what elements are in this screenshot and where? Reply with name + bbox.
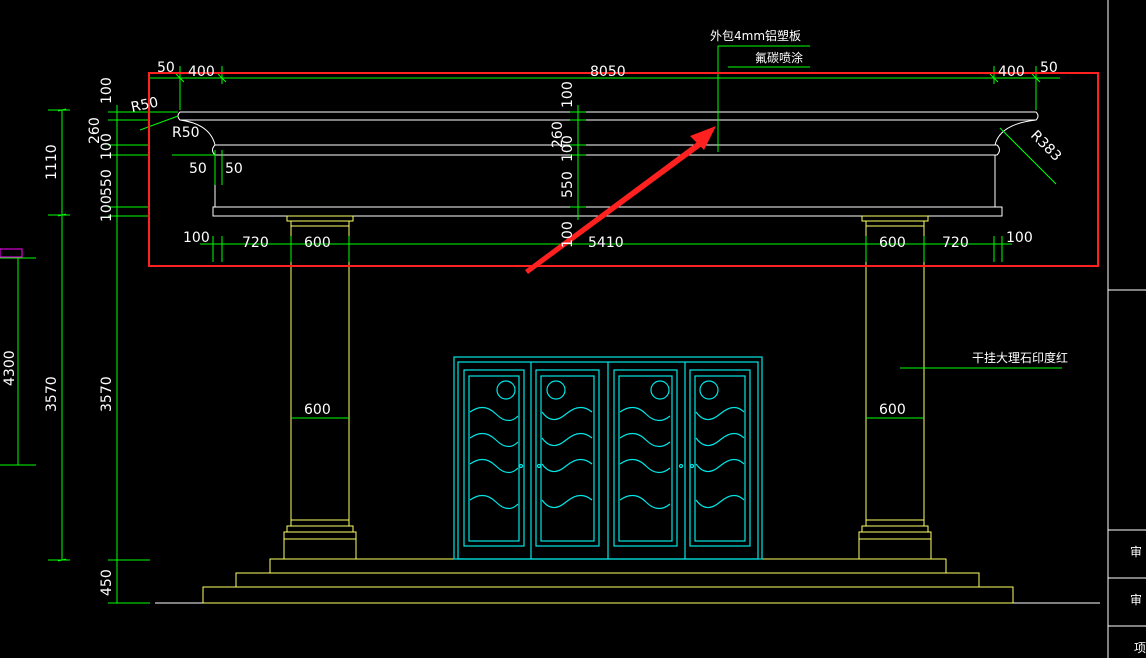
dim-left-3570-outer: 3570 xyxy=(44,376,60,412)
ground-and-steps xyxy=(155,558,1100,604)
dimension-lines xyxy=(48,45,1062,604)
dim-mid-100-low: 100 xyxy=(560,221,576,248)
title-block-text-2: 审 xyxy=(1130,592,1142,607)
door-leaf-2 xyxy=(535,369,600,547)
note-cladding-line1: 外包4mm铝塑板 xyxy=(710,28,801,43)
title-block xyxy=(1107,0,1146,658)
dim-left-3570-inner: 3570 xyxy=(99,376,115,412)
dim-left-100-top: 100 xyxy=(99,77,115,104)
title-block-text-1: 审 xyxy=(1130,544,1142,559)
title-block-text-3: 项 xyxy=(1134,641,1146,655)
dim-mid-100-mid: 100 xyxy=(560,135,576,162)
dim-mid-100-top: 100 xyxy=(560,81,576,108)
right-column xyxy=(858,215,932,560)
dim-bot-720-right: 720 xyxy=(942,235,969,251)
dim-top-50-right: 50 xyxy=(1040,60,1058,76)
dim-bot-100-left: 100 xyxy=(183,230,210,246)
door-leaf-3 xyxy=(613,369,684,547)
dim-left-450: 450 xyxy=(99,569,115,596)
door-set xyxy=(453,356,763,560)
note-cladding-line2: 氟碳喷涂 xyxy=(755,50,803,65)
dim-top-400-left: 400 xyxy=(188,64,215,80)
dim-col-600-left: 600 xyxy=(304,402,331,418)
dim-bot-720-left: 720 xyxy=(242,235,269,251)
dim-mid-550: 550 xyxy=(560,171,576,198)
dim-r50-upper: R50 xyxy=(130,95,160,116)
entablature xyxy=(177,111,1039,217)
dim-r383: R383 xyxy=(1027,128,1064,165)
left-column xyxy=(283,215,357,560)
dim-mid-260: 260 xyxy=(550,121,566,148)
door-leaf-4 xyxy=(689,369,751,547)
highlight-frame xyxy=(148,72,1099,274)
dim-top-8050: 8050 xyxy=(590,64,626,80)
dim-top-400-right: 400 xyxy=(998,64,1025,80)
note-marble: 干挂大理石印度红 xyxy=(972,350,1068,365)
dim-left-100-mid: 100 xyxy=(99,133,115,160)
dim-r50-lower: R50 xyxy=(172,125,200,141)
dim-left-550: 550 xyxy=(99,169,115,196)
dim-small-50-b: 50 xyxy=(225,161,243,177)
dim-top-50-left: 50 xyxy=(157,60,175,76)
dim-left-1110: 1110 xyxy=(44,144,60,180)
dim-col-600-right: 600 xyxy=(879,402,906,418)
dim-bot-5410: 5410 xyxy=(588,235,624,251)
dim-bot-100-right: 100 xyxy=(1006,230,1033,246)
dim-bot-600-left: 600 xyxy=(304,235,331,251)
dim-bot-600-right: 600 xyxy=(879,235,906,251)
dim-left-260: 260 xyxy=(87,117,103,144)
adjacent-detail xyxy=(0,248,36,466)
dim-left-100-low: 100 xyxy=(99,195,115,222)
dim-left-4300: 4300 xyxy=(2,350,18,386)
dim-small-50-a: 50 xyxy=(189,161,207,177)
door-leaf-1 xyxy=(463,369,525,547)
